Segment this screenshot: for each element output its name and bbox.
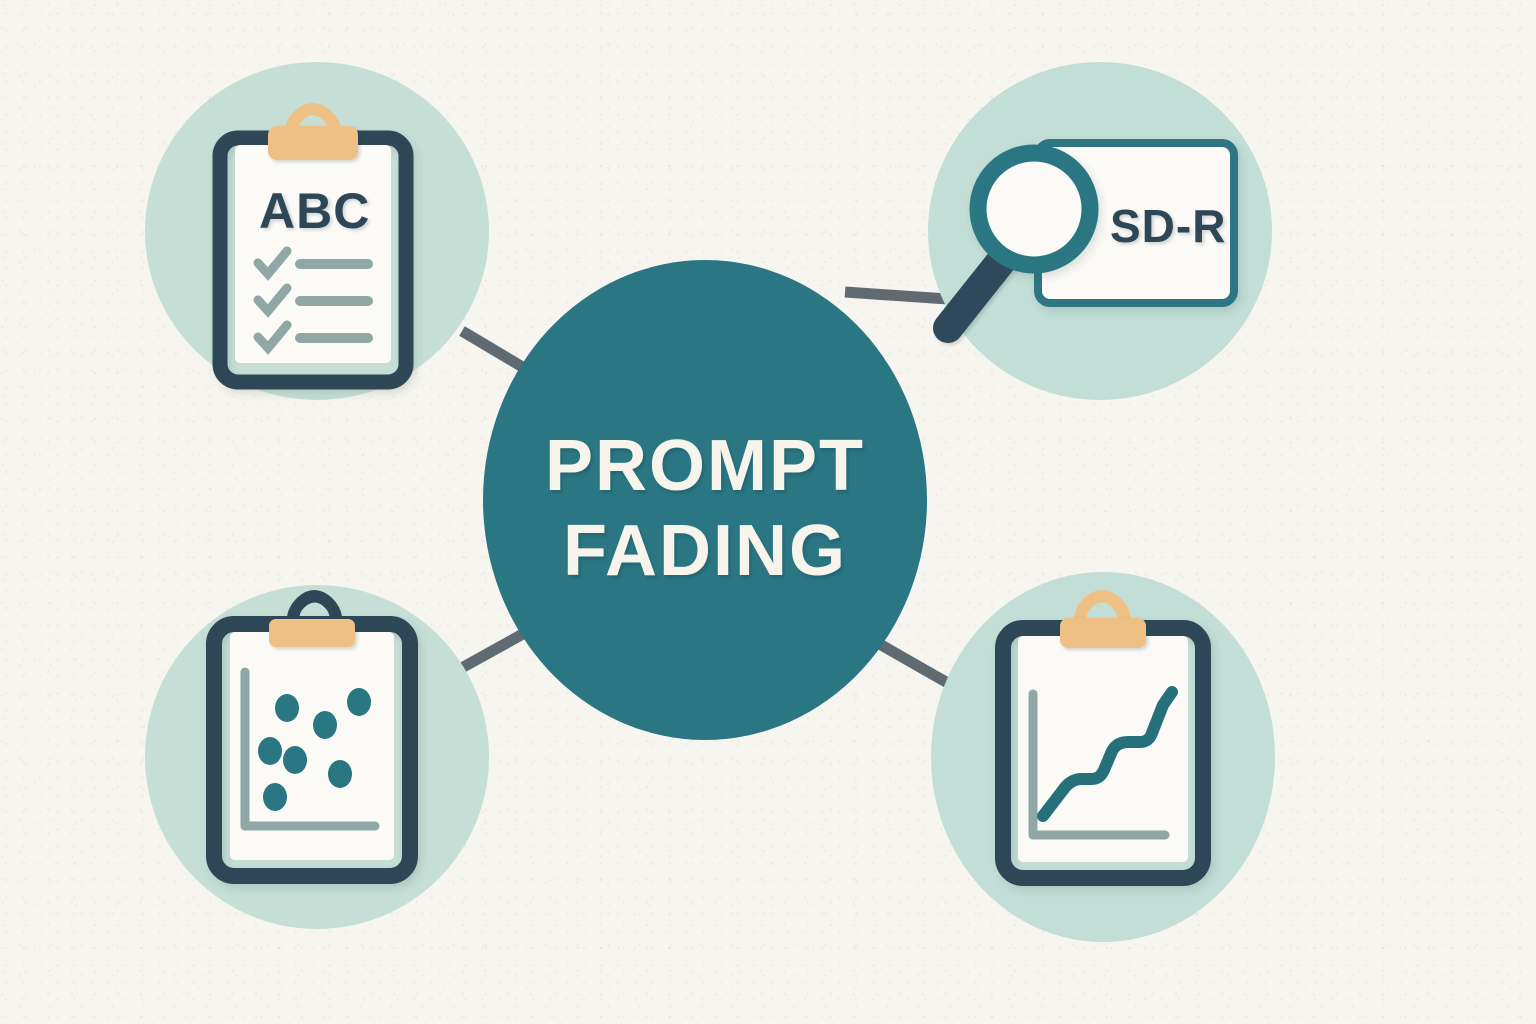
hotspot-node-top-right-sd-card[interactable]: SD-R <box>928 62 1272 400</box>
clipboard-heading-top-left: ABC <box>259 183 370 239</box>
hotspot-node-bottom-right-trend[interactable]: progress-trend-node <box>931 572 1275 942</box>
hotspot-node-bottom-left-scatter[interactable]: scatter-data-node <box>145 585 489 929</box>
clipboard-clip-top-left <box>268 126 358 160</box>
clipboard-paper-bottom-right <box>1018 636 1188 862</box>
clipboard-checklist-top-left <box>253 246 373 355</box>
scatter-dots <box>258 688 371 811</box>
center-label-line-1: PROMPT <box>545 426 865 506</box>
clipboard-clip-bottom-left <box>269 619 355 647</box>
center-circle <box>483 260 927 740</box>
clipboard-ring-top-left <box>283 103 343 140</box>
node-top-right-sd-card[interactable]: SD-R <box>928 62 1272 400</box>
hotspot-node-top-left-checklist[interactable]: ABC <box>145 62 489 400</box>
clipboard-ring-bottom-right <box>1073 590 1132 626</box>
hotspot-center-hub[interactable]: PROMPT <box>483 260 927 740</box>
scatter-dot <box>258 737 282 765</box>
scatter-axes <box>240 667 380 831</box>
trend-axes <box>1028 689 1170 840</box>
clipboard-ring-bottom-left <box>286 590 343 625</box>
center-label-line-2: FADING <box>563 511 847 591</box>
node-bottom-left-scatter[interactable] <box>145 585 489 929</box>
scatter-dot <box>263 783 287 811</box>
trend-line <box>1037 686 1178 822</box>
scatter-dot <box>275 694 299 722</box>
clipboard-clip-bottom-right <box>1060 618 1146 648</box>
scatter-dot <box>283 746 307 774</box>
sd-card-label: SD-R <box>1110 200 1226 252</box>
scatter-dot <box>328 760 352 788</box>
check-icon <box>253 283 292 318</box>
node-bottom-right-trend[interactable] <box>931 572 1275 942</box>
node-top-left-checklist[interactable]: ABC <box>145 62 489 400</box>
check-icon <box>253 320 292 355</box>
magnifier-lens <box>969 144 1099 274</box>
scatter-dot <box>347 688 371 716</box>
check-icon <box>253 246 292 281</box>
scatter-dot <box>313 711 337 739</box>
center-hub[interactable]: PROMPT FADING <box>483 260 927 740</box>
